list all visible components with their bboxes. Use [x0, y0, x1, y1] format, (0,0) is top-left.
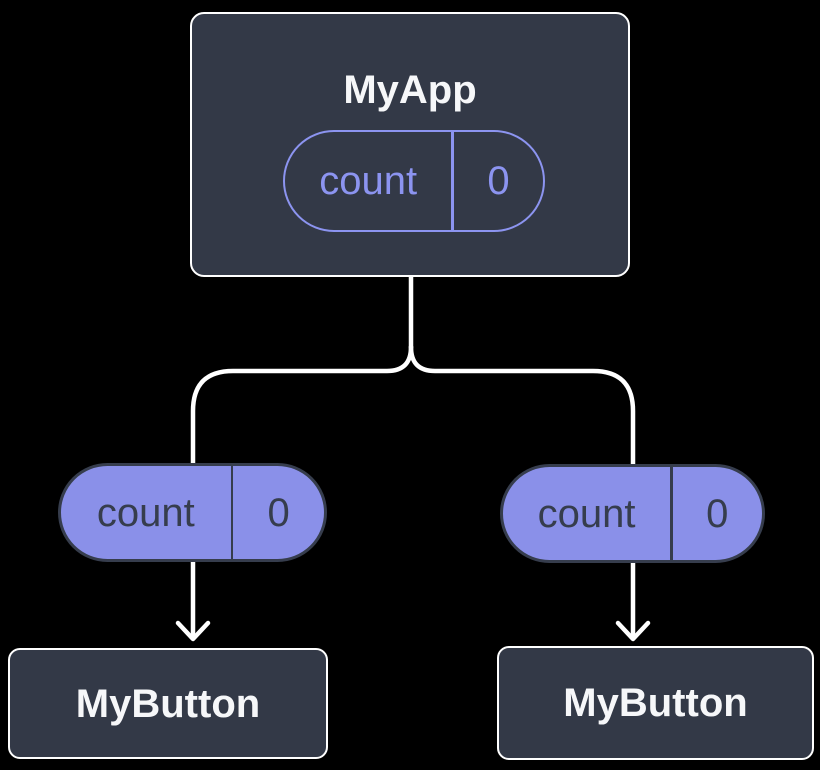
connector-branch-left: [190, 344, 414, 467]
child-node-title: MyButton: [75, 681, 261, 726]
pill-divider: [670, 467, 673, 560]
arrow-down-icon: [175, 620, 211, 642]
child-node-mybutton-left: MyButton: [8, 648, 328, 759]
state-name: count: [96, 490, 195, 535]
state-name: count: [537, 491, 636, 536]
root-node-myapp: MyApp count 0: [190, 12, 630, 277]
child-node-title: MyButton: [563, 681, 748, 725]
state-value: 0: [267, 490, 290, 535]
root-state-pill: count 0: [283, 130, 545, 232]
connector-branch-right: [408, 344, 636, 468]
child-node-mybutton-right: MyButton: [497, 646, 814, 760]
pill-divider: [451, 132, 454, 230]
root-node-title: MyApp: [343, 68, 477, 112]
state-name: count: [319, 159, 418, 203]
pill-divider: [230, 466, 234, 559]
state-value: 0: [706, 491, 729, 536]
arrow-down-icon: [615, 620, 651, 642]
state-value: 0: [487, 159, 510, 203]
prop-pill-right: count 0: [500, 464, 765, 563]
prop-pill-left: count 0: [58, 463, 327, 562]
